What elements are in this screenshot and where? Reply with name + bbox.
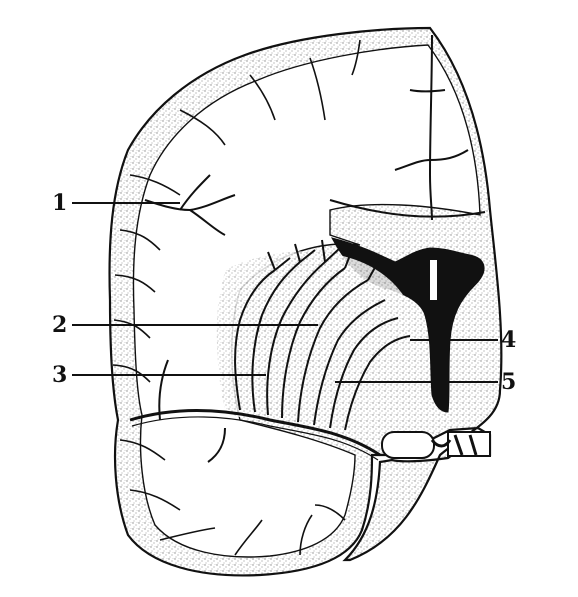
white-matter-core	[132, 44, 481, 558]
label-5: 5	[501, 369, 517, 395]
third-ventricle-gap	[430, 260, 437, 300]
optic-region	[381, 431, 491, 459]
label-4: 4	[501, 327, 517, 353]
label-2: 2	[52, 312, 68, 338]
arterial-tree	[129, 174, 411, 463]
label-3: 3	[52, 362, 68, 388]
leader-lines	[72, 202, 498, 383]
mca-trunk	[129, 409, 381, 457]
mca-trunk-inner	[131, 416, 379, 461]
label-1: 1	[52, 190, 68, 216]
cortical-sulci	[112, 39, 361, 556]
medial-fissure	[329, 34, 486, 221]
